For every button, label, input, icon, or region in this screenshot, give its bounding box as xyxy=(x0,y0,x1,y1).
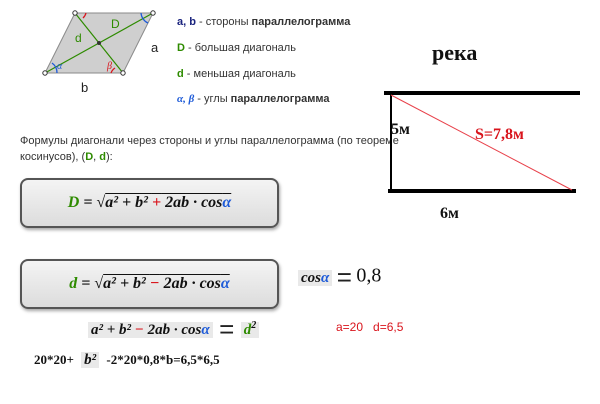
beta-arc xyxy=(110,67,116,74)
side-vertical-label: 5м xyxy=(391,121,410,138)
legend-angles: α, β - углы параллелограмма xyxy=(177,93,330,105)
legend-short-diagonal: d - меньшая диагональ xyxy=(177,68,296,80)
cos-value: cosα = 0,8 xyxy=(298,262,381,293)
side-horizontal-label: 6м xyxy=(440,205,459,222)
legend-long-diagonal: D - большая диагональ xyxy=(177,42,296,54)
calculation-row: 20*20+ b² -2*20*0,8*b=6,5*6,5 xyxy=(34,352,220,368)
beta-arc-top xyxy=(82,12,87,19)
center-dot xyxy=(97,41,101,45)
alpha-arc-top xyxy=(140,12,149,24)
vertex-dot xyxy=(72,10,78,16)
formula-long-diagonal: D = √a² + b² + 2ab · cosα xyxy=(20,178,279,228)
label-a: a xyxy=(151,40,159,55)
vertex-dot xyxy=(42,70,48,76)
label-alpha: α xyxy=(57,61,63,72)
parallelogram-figure: D d α β a b xyxy=(42,10,159,95)
hypotenuse-label: S=7,8м xyxy=(475,126,524,143)
legend-sides-vars: a, b xyxy=(177,16,196,28)
alpha-arc xyxy=(51,62,58,74)
intro-text: Формулы диагонали через стороны и углы п… xyxy=(20,135,399,163)
river-diagram xyxy=(384,91,580,193)
formula-short-diagonal: d = √a² + b² − 2ab · cosα xyxy=(20,259,279,309)
label-beta: β xyxy=(106,61,112,72)
label-d: d xyxy=(75,31,82,45)
river-title: река xyxy=(432,40,478,65)
label-D: D xyxy=(111,17,120,31)
hypotenuse-line xyxy=(390,94,573,191)
legend-sides: a, b - стороны параллелограмма xyxy=(177,16,351,28)
label-b: b xyxy=(81,80,88,95)
known-values: a=20 d=6,5 xyxy=(336,320,404,334)
equation-row: a² + b² − 2ab · cosα = d2 xyxy=(88,314,260,345)
vertex-dot xyxy=(120,70,126,76)
vertex-dot xyxy=(150,10,156,16)
